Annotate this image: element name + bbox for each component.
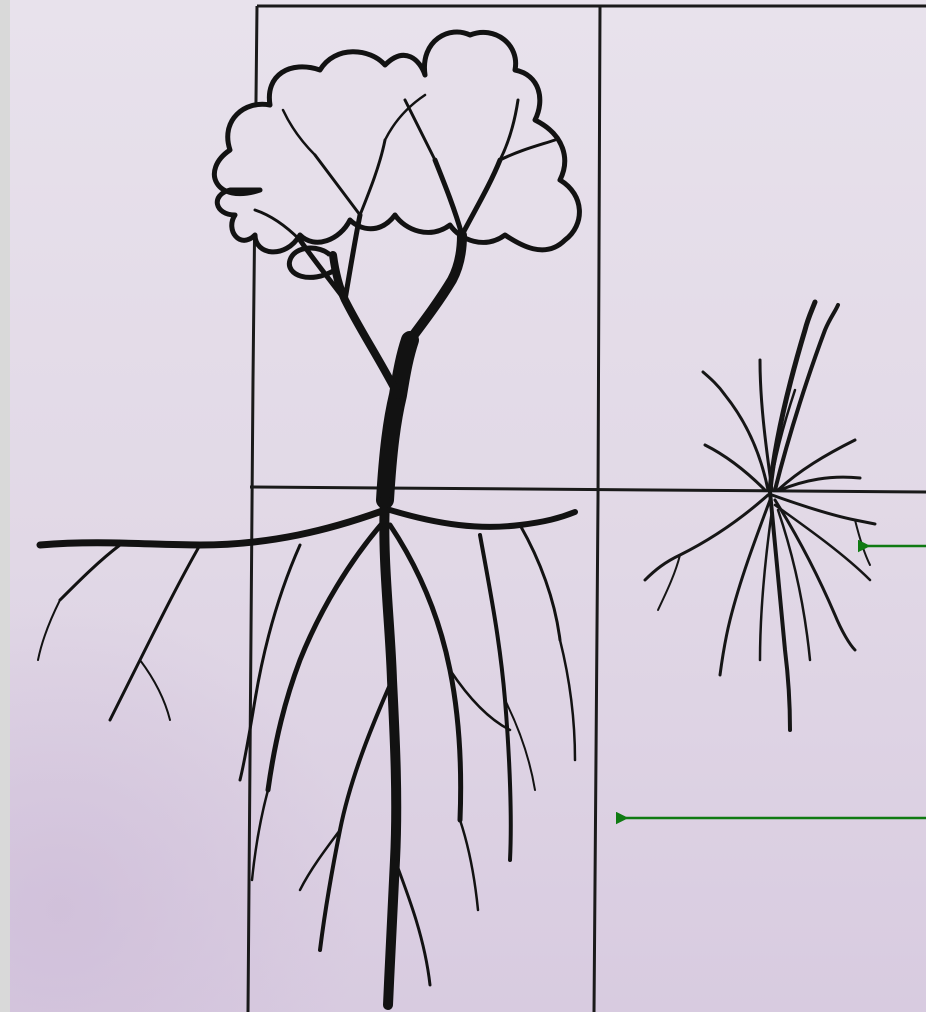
figure: [0, 0, 926, 1012]
root-system-illustration: [0, 0, 926, 1012]
